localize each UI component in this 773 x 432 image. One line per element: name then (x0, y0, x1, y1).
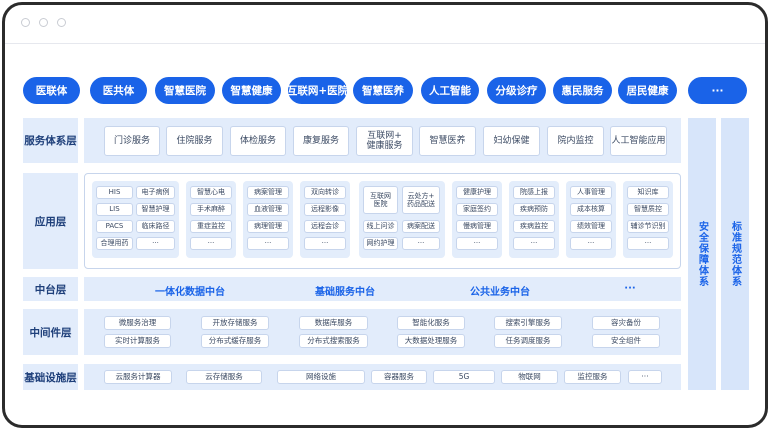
layer-label-service: 服务体系层 (23, 118, 78, 163)
infrastructure-item: 云存储服务 (186, 370, 262, 384)
app-item: ··· (456, 237, 498, 250)
service-item: 院内监控 (547, 126, 604, 156)
app-item: 电子病例 (136, 186, 175, 199)
top-item: 智慧医院 (155, 77, 215, 104)
app-item: 手术麻醉 (190, 203, 232, 216)
service-item: 住院服务 (166, 126, 223, 156)
app-item: 临床路径 (136, 220, 175, 233)
middleware-item: 容灾备份 (592, 316, 660, 330)
middleware-item: 开放存储服务 (201, 316, 269, 330)
app-item: 网约护理 (363, 237, 398, 250)
middle-platform-item: ··· (624, 283, 636, 294)
layer-label-application: 应用层 (23, 173, 78, 269)
service-item: 互联网+ 健康服务 (356, 126, 413, 156)
app-item: 慢病管理 (456, 220, 498, 233)
app-item: 健康护理 (456, 186, 498, 199)
middleware-band (84, 309, 681, 355)
service-item: 康复服务 (293, 126, 349, 156)
app-item: ··· (136, 237, 175, 250)
middleware-item: 安全组件 (592, 334, 660, 348)
app-item: 远程会诊 (304, 220, 346, 233)
top-item: 智慧健康 (222, 77, 281, 104)
middleware-item: 任务调度服务 (494, 334, 562, 348)
app-item: 绩效管理 (570, 220, 612, 233)
app-item: 血液管理 (247, 203, 289, 216)
infrastructure-item: ··· (628, 370, 662, 384)
middle-platform-item: 基础服务中台 (315, 287, 375, 298)
service-item: 智慧医养 (419, 126, 476, 156)
app-item: PACS (96, 220, 133, 233)
service-item: 体检服务 (230, 126, 286, 156)
app-item: 线上问诊 (363, 220, 398, 233)
middleware-item: 分布式缓存服务 (201, 334, 269, 348)
security-column: 安全保障体系 (688, 118, 716, 390)
app-item: ··· (402, 237, 440, 250)
top-item: 人工智能 (421, 77, 479, 104)
service-item: 妇幼保健 (483, 126, 540, 156)
app-item: ··· (513, 237, 555, 250)
middleware-item: 大数据处理服务 (397, 334, 465, 348)
app-item: 家庭签约 (456, 203, 498, 216)
infrastructure-item: 云服务计算器 (104, 370, 172, 384)
app-item: 辅诊节识别 (627, 220, 669, 233)
app-item: LIS (96, 203, 133, 216)
app-item: 云处方+ 药品配送 (402, 186, 440, 214)
middleware-item: 数据库服务 (299, 316, 368, 330)
service-item: 门诊服务 (104, 126, 160, 156)
app-item: 病案配送 (402, 220, 440, 233)
app-item: 合理用药 (96, 237, 133, 250)
top-item: 互联网+医院 (287, 77, 348, 104)
middle-platform-item: 公共业务中台 (470, 287, 530, 298)
middle-platform-item: 一体化数据中台 (155, 287, 225, 298)
middleware-item: 实时计算服务 (104, 334, 171, 348)
app-item: HIS (96, 186, 133, 199)
app-item: 知识库 (627, 186, 669, 199)
window-dot-icon (21, 18, 30, 27)
app-item: ··· (190, 237, 232, 250)
app-item: 智慧护理 (136, 203, 175, 216)
app-item: 双向转诊 (304, 186, 346, 199)
layer-label-middle-platform: 中台层 (23, 277, 78, 301)
middleware-item: 微服务治理 (104, 316, 171, 330)
window-dot-icon (39, 18, 48, 27)
top-item: 医联体 (23, 77, 80, 104)
infrastructure-item: 物联网 (501, 370, 558, 384)
middleware-item: 搜索引擎服务 (494, 316, 562, 330)
app-item: 重症监控 (190, 220, 232, 233)
app-item: 远程影像 (304, 203, 346, 216)
app-item: ··· (247, 237, 289, 250)
app-item: 病理管理 (247, 220, 289, 233)
middle-platform-band (84, 277, 681, 301)
app-item: 病案管理 (247, 186, 289, 199)
infrastructure-item: 网络设施 (277, 370, 365, 384)
app-item: ··· (570, 237, 612, 250)
app-item: 成本核算 (570, 203, 612, 216)
app-item: 人事管理 (570, 186, 612, 199)
window-titlebar (5, 5, 765, 44)
infrastructure-item: 监控服务 (564, 370, 621, 384)
app-item: ··· (304, 237, 346, 250)
app-item: 智慧质控 (627, 203, 669, 216)
infrastructure-item: 容器服务 (371, 370, 427, 384)
top-item: 智慧医养 (353, 77, 413, 104)
top-item: 惠民服务 (553, 77, 612, 104)
app-item: 院感上报 (513, 186, 555, 199)
middleware-item: 分布式搜索服务 (299, 334, 368, 348)
standards-column: 标准规范体系 (721, 118, 749, 390)
window-dot-icon (57, 18, 66, 27)
layer-label-infrastructure: 基础设施层 (23, 364, 78, 390)
top-item: ··· (688, 77, 747, 104)
app-item: 智慧心电 (190, 186, 232, 199)
infrastructure-item: 5G (433, 370, 495, 384)
app-item: 互联网 医院 (363, 186, 398, 214)
top-item: 居民健康 (618, 77, 677, 104)
layer-label-middleware: 中间件层 (23, 309, 78, 355)
service-item: 人工智能应用 (610, 126, 667, 156)
top-item: 分级诊疗 (487, 77, 546, 104)
top-item: 医共体 (90, 77, 147, 104)
app-item: 疾病预防 (513, 203, 555, 216)
app-item: 疾病监控 (513, 220, 555, 233)
middleware-item: 智能化服务 (397, 316, 465, 330)
app-item: ··· (627, 237, 669, 250)
